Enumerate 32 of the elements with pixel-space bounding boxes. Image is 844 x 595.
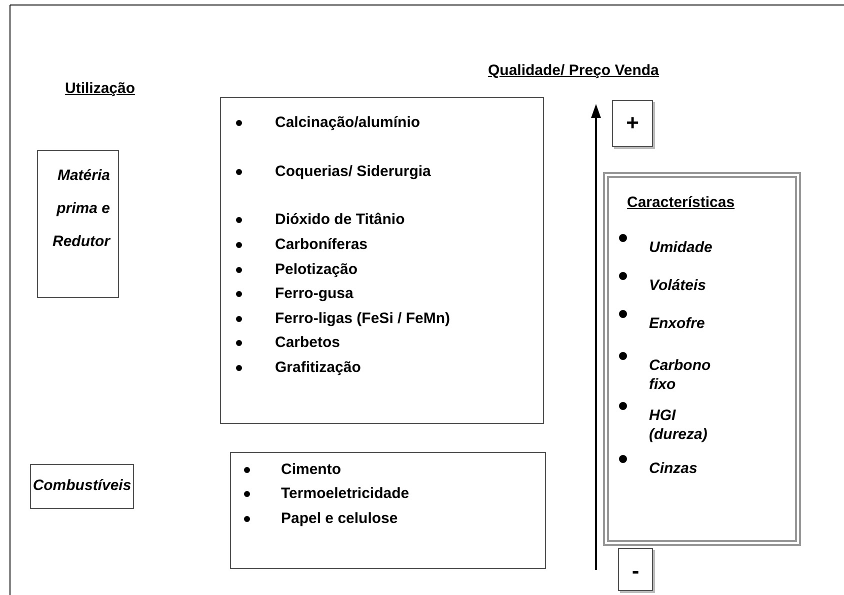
list-item: Ferro-ligas (FeSi / FeMn): [275, 310, 450, 328]
list-item: Umidade: [649, 238, 714, 257]
list-item: Carbetos: [275, 334, 340, 352]
column-heading: Utilização: [65, 80, 136, 97]
panel-heading: Características: [627, 194, 735, 212]
list-item: Termoeletricidade: [281, 485, 410, 503]
list-item: Cinzas: [649, 459, 698, 478]
list-item: Papel e celulose: [281, 510, 398, 528]
list-item: Cimento: [281, 461, 341, 479]
category-box: [30, 464, 134, 509]
list-item: HGI (dureza): [649, 406, 708, 444]
sign-text: +: [625, 111, 640, 135]
list-item: Voláteis: [649, 276, 707, 295]
list-item: Dióxido de Titânio: [275, 211, 405, 229]
list-item: Calcinação/alumínio: [275, 114, 420, 132]
list-item: Pelotização: [275, 261, 358, 279]
list-item: Ferro-gusa: [275, 285, 354, 303]
category-label: Matéria prima e Redutor: [52, 166, 110, 252]
list-item: Coquerias/ Siderurgia: [275, 163, 431, 181]
category-label: Combustíveis: [32, 477, 132, 495]
characteristics-panel: [603, 172, 801, 546]
list-item: Grafitização: [275, 359, 361, 377]
list-item: Carbono fixo: [649, 356, 712, 394]
column-heading: Qualidade/ Preço Venda: [488, 62, 659, 79]
sign-text: -: [630, 559, 640, 583]
category-box: [37, 150, 119, 298]
list-item: Carboníferas: [275, 236, 368, 254]
sign-box: [612, 100, 653, 147]
list-item: Enxofre: [649, 314, 706, 333]
list-box: [220, 97, 544, 424]
list-box: [230, 452, 546, 569]
sign-box: [618, 548, 653, 591]
